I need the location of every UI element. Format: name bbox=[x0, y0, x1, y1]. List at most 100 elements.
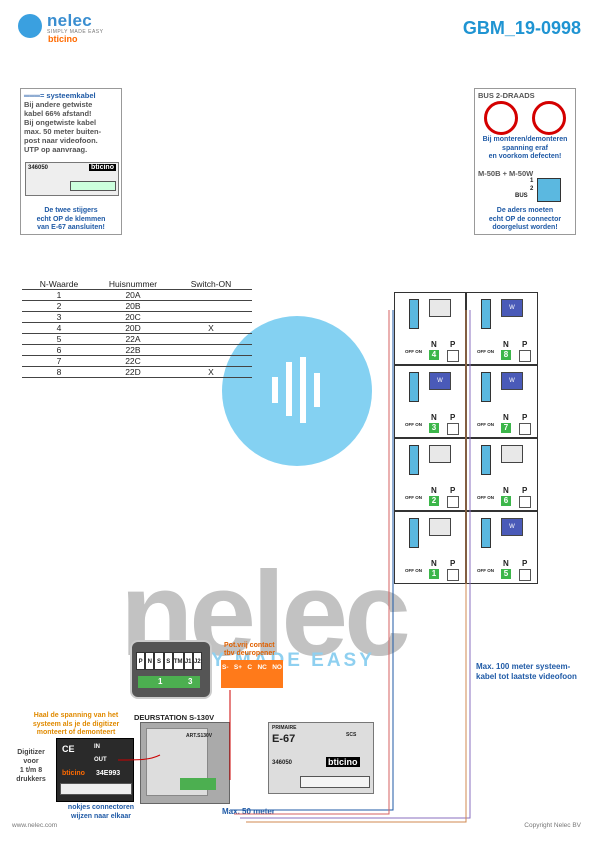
watermark-circle-icon bbox=[272, 357, 324, 423]
orange-note: Haal de spanning van het bbox=[33, 712, 119, 719]
max-50-label: Max. 50 meter bbox=[222, 807, 275, 816]
unit-screen bbox=[429, 518, 451, 536]
unit-connector bbox=[409, 445, 419, 475]
unit-n-label: N bbox=[503, 413, 509, 422]
unit-screen bbox=[501, 445, 523, 463]
riser-left-blue bbox=[230, 310, 394, 811]
table-cell: X bbox=[170, 322, 252, 334]
connector-pin: N bbox=[145, 652, 155, 670]
unit-p-label: P bbox=[522, 413, 528, 422]
potvrij-term: NO bbox=[272, 664, 282, 671]
connector-pin: S bbox=[163, 652, 173, 670]
table-header: Huisnummer bbox=[96, 279, 170, 290]
conn-left: 1 bbox=[158, 677, 163, 686]
riser-right-orange bbox=[246, 310, 467, 823]
potvrij-term: S- bbox=[222, 664, 229, 671]
unit-p-box bbox=[519, 350, 531, 362]
potvrij-term: C bbox=[247, 664, 253, 671]
warning-line: en voorkom defecten! bbox=[488, 153, 562, 160]
no-lightning-icon bbox=[532, 101, 566, 135]
e67-terminals bbox=[300, 776, 370, 788]
unit-n-label: N bbox=[431, 486, 437, 495]
deurstation-art: ART.S130V bbox=[186, 733, 213, 739]
digitizer-in: IN bbox=[94, 744, 100, 750]
unit-p-label: P bbox=[522, 486, 528, 495]
table-cell: 20B bbox=[96, 300, 170, 312]
nelec-logo-icon bbox=[18, 14, 42, 38]
unit-n-label: N bbox=[503, 559, 509, 568]
pin-1: 1 bbox=[530, 178, 534, 184]
unit-switch: OFF ON bbox=[477, 495, 494, 500]
unit-p-box bbox=[519, 569, 531, 581]
digitizer-label: voor bbox=[23, 758, 39, 765]
note-bottom: van E-67 aansluiten! bbox=[37, 224, 105, 231]
footer-copyright: Copyright Nelec BV bbox=[524, 822, 581, 829]
e67-scs: SCS bbox=[346, 732, 357, 738]
unit-connector bbox=[409, 518, 419, 548]
systeemkabel-note: ═══= systeemkabel Bij andere getwiste ka… bbox=[20, 88, 122, 235]
pin-2: 2 bbox=[530, 186, 534, 192]
max-100-label: Max. 100 meter systeem- bbox=[476, 662, 571, 671]
bus-connector bbox=[537, 178, 561, 202]
digitizer-label: 1 t/m 8 bbox=[19, 767, 43, 774]
bus-label: BUS bbox=[515, 193, 528, 199]
table-cell: 8 bbox=[22, 366, 96, 378]
unit-screen: W bbox=[429, 372, 451, 390]
potvrij-block bbox=[221, 660, 283, 688]
connector-pin: TM bbox=[172, 652, 184, 670]
table-cell: 20D bbox=[96, 322, 170, 334]
digitizer-label: drukkers bbox=[16, 776, 46, 783]
unit-p-box bbox=[447, 423, 459, 435]
note-bottom: De twee stijgers bbox=[44, 207, 98, 214]
footer-website: www.nelec.com bbox=[12, 822, 58, 829]
brand-name: nelec bbox=[47, 11, 92, 30]
unit-connector bbox=[481, 372, 491, 402]
table-cell: 4 bbox=[22, 322, 96, 334]
unit-screen bbox=[429, 299, 451, 317]
unit-connector bbox=[409, 299, 419, 329]
unit-p-label: P bbox=[450, 559, 456, 568]
unit-switch: OFF ON bbox=[405, 422, 422, 427]
note-line: post naar videofoon. bbox=[24, 136, 98, 145]
connector-pin: J2 bbox=[192, 652, 202, 670]
note-line: ═══= systeemkabel bbox=[24, 91, 96, 100]
table-header-row: N-Waarde Huisnummer Switch-ON bbox=[22, 279, 252, 290]
nokjes-note: nokjes connectoren bbox=[67, 804, 135, 811]
unit-p-label: P bbox=[522, 559, 528, 568]
table-cell: 1 bbox=[22, 289, 96, 301]
unit-p-label: P bbox=[522, 340, 528, 349]
riser-right-purple bbox=[240, 310, 471, 819]
unit-screen: W bbox=[501, 518, 523, 536]
unit-n-value: 7 bbox=[501, 423, 511, 433]
document-code: GBM_19-0998 bbox=[462, 18, 581, 38]
note-bottom: echt OP de connector bbox=[488, 215, 562, 223]
table-cell: 7 bbox=[22, 355, 96, 367]
module-label: M-50B + M-50W bbox=[478, 169, 534, 178]
note-line: Bij ongetwiste kabel bbox=[24, 118, 97, 127]
digitizer-out: OUT bbox=[94, 757, 107, 763]
unit-p-box bbox=[447, 496, 459, 508]
potvrij-term: S+ bbox=[233, 664, 243, 671]
orange-note: monteert of demonteert bbox=[36, 729, 116, 736]
riser-left-red bbox=[234, 310, 390, 815]
thumb-code: 346050 bbox=[28, 165, 49, 171]
bus-note: BUS 2-DRAADS Bij monteren/demonteren spa… bbox=[474, 88, 576, 235]
brand-tagline: SIMPLY MADE EASY bbox=[47, 29, 104, 35]
unit-n-value: 8 bbox=[501, 350, 511, 360]
deurstation-terminals bbox=[180, 778, 216, 790]
table-header: Switch-ON bbox=[170, 279, 252, 290]
table-cell bbox=[170, 333, 252, 345]
table-cell: 22D bbox=[96, 366, 170, 378]
bticino-logo: bticino bbox=[48, 34, 78, 44]
